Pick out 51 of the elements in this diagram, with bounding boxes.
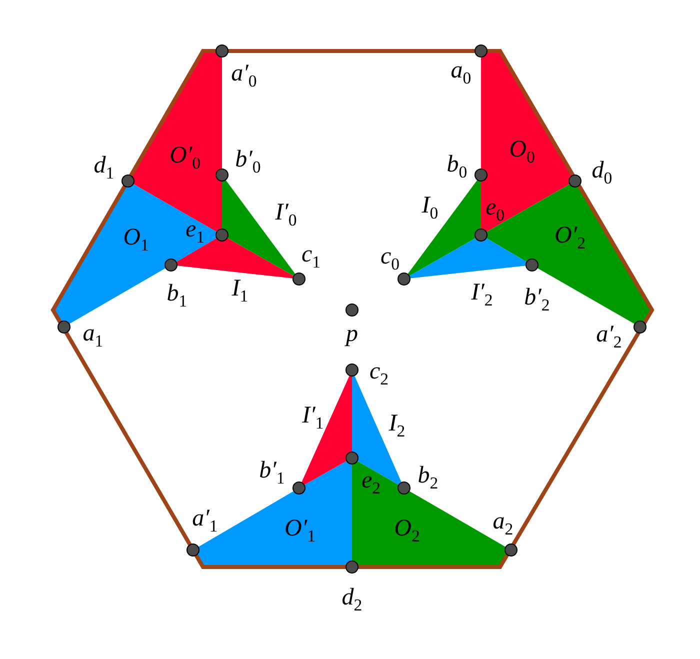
point-marker bbox=[164, 258, 178, 272]
region-label: O′$_{1}$ bbox=[284, 516, 316, 546]
point-label: d$_{0}$ bbox=[592, 158, 612, 188]
point-label: a′$_{1}$ bbox=[192, 506, 218, 536]
point-label: e$_{0}$ bbox=[485, 196, 505, 224]
region-label: I$_{0}$ bbox=[422, 194, 438, 222]
point-label: a$_{2}$ bbox=[492, 510, 514, 538]
point-marker bbox=[186, 544, 200, 556]
point-label: b$_{0}$ bbox=[446, 152, 468, 182]
region-label: I′$_{0}$ bbox=[275, 200, 297, 230]
point-marker bbox=[526, 258, 538, 272]
point-marker bbox=[634, 320, 646, 334]
point-marker bbox=[58, 320, 70, 334]
region-label: I$_{2}$ bbox=[388, 412, 406, 440]
point-marker bbox=[216, 44, 228, 58]
point-label: c$_{1}$ bbox=[301, 242, 321, 272]
point-label: d$_{2}$ bbox=[342, 586, 362, 614]
point-label: a′$_{2}$ bbox=[596, 322, 622, 352]
point-label: c$_{2}$ bbox=[369, 360, 389, 388]
point-marker bbox=[292, 272, 306, 286]
point-label: b′$_{0}$ bbox=[235, 148, 261, 176]
region-label: I$_{1}$ bbox=[232, 276, 248, 306]
point-label: b$_{2}$ bbox=[418, 464, 438, 492]
region-label: O$_{1}$ bbox=[123, 226, 149, 254]
point-marker bbox=[398, 272, 410, 286]
point-marker bbox=[346, 560, 358, 574]
point-marker bbox=[474, 168, 488, 182]
point-label: a′$_{0}$ bbox=[231, 62, 257, 90]
point-label: a$_{1}$ bbox=[82, 322, 104, 350]
point-label: b′$_{1}$ bbox=[259, 458, 285, 488]
point-marker bbox=[474, 44, 488, 58]
region-label: I′$_{1}$ bbox=[302, 404, 324, 432]
point-marker bbox=[292, 482, 306, 494]
point-label: p bbox=[346, 322, 358, 346]
region-label: I′$_{2}$ bbox=[471, 280, 493, 310]
point-marker bbox=[122, 174, 134, 188]
region-label: O′$_{2}$ bbox=[554, 224, 586, 252]
region-label: O$_{0}$ bbox=[509, 138, 535, 166]
point-label: e$_{2}$ bbox=[361, 468, 381, 498]
point-label: e$_{1}$ bbox=[185, 218, 205, 246]
point-label: b′$_{2}$ bbox=[524, 286, 550, 314]
point-marker bbox=[504, 544, 518, 556]
region-label: O′$_{0}$ bbox=[170, 144, 200, 172]
region-label: O$_{2}$ bbox=[394, 516, 420, 546]
point-marker bbox=[346, 304, 358, 316]
point-label: d$_{1}$ bbox=[94, 154, 114, 182]
point-label: a$_{0}$ bbox=[450, 58, 472, 88]
point-label: b$_{1}$ bbox=[166, 282, 188, 310]
point-marker bbox=[346, 364, 358, 376]
point-label: c$_{0}$ bbox=[380, 244, 400, 274]
point-marker bbox=[216, 168, 228, 182]
